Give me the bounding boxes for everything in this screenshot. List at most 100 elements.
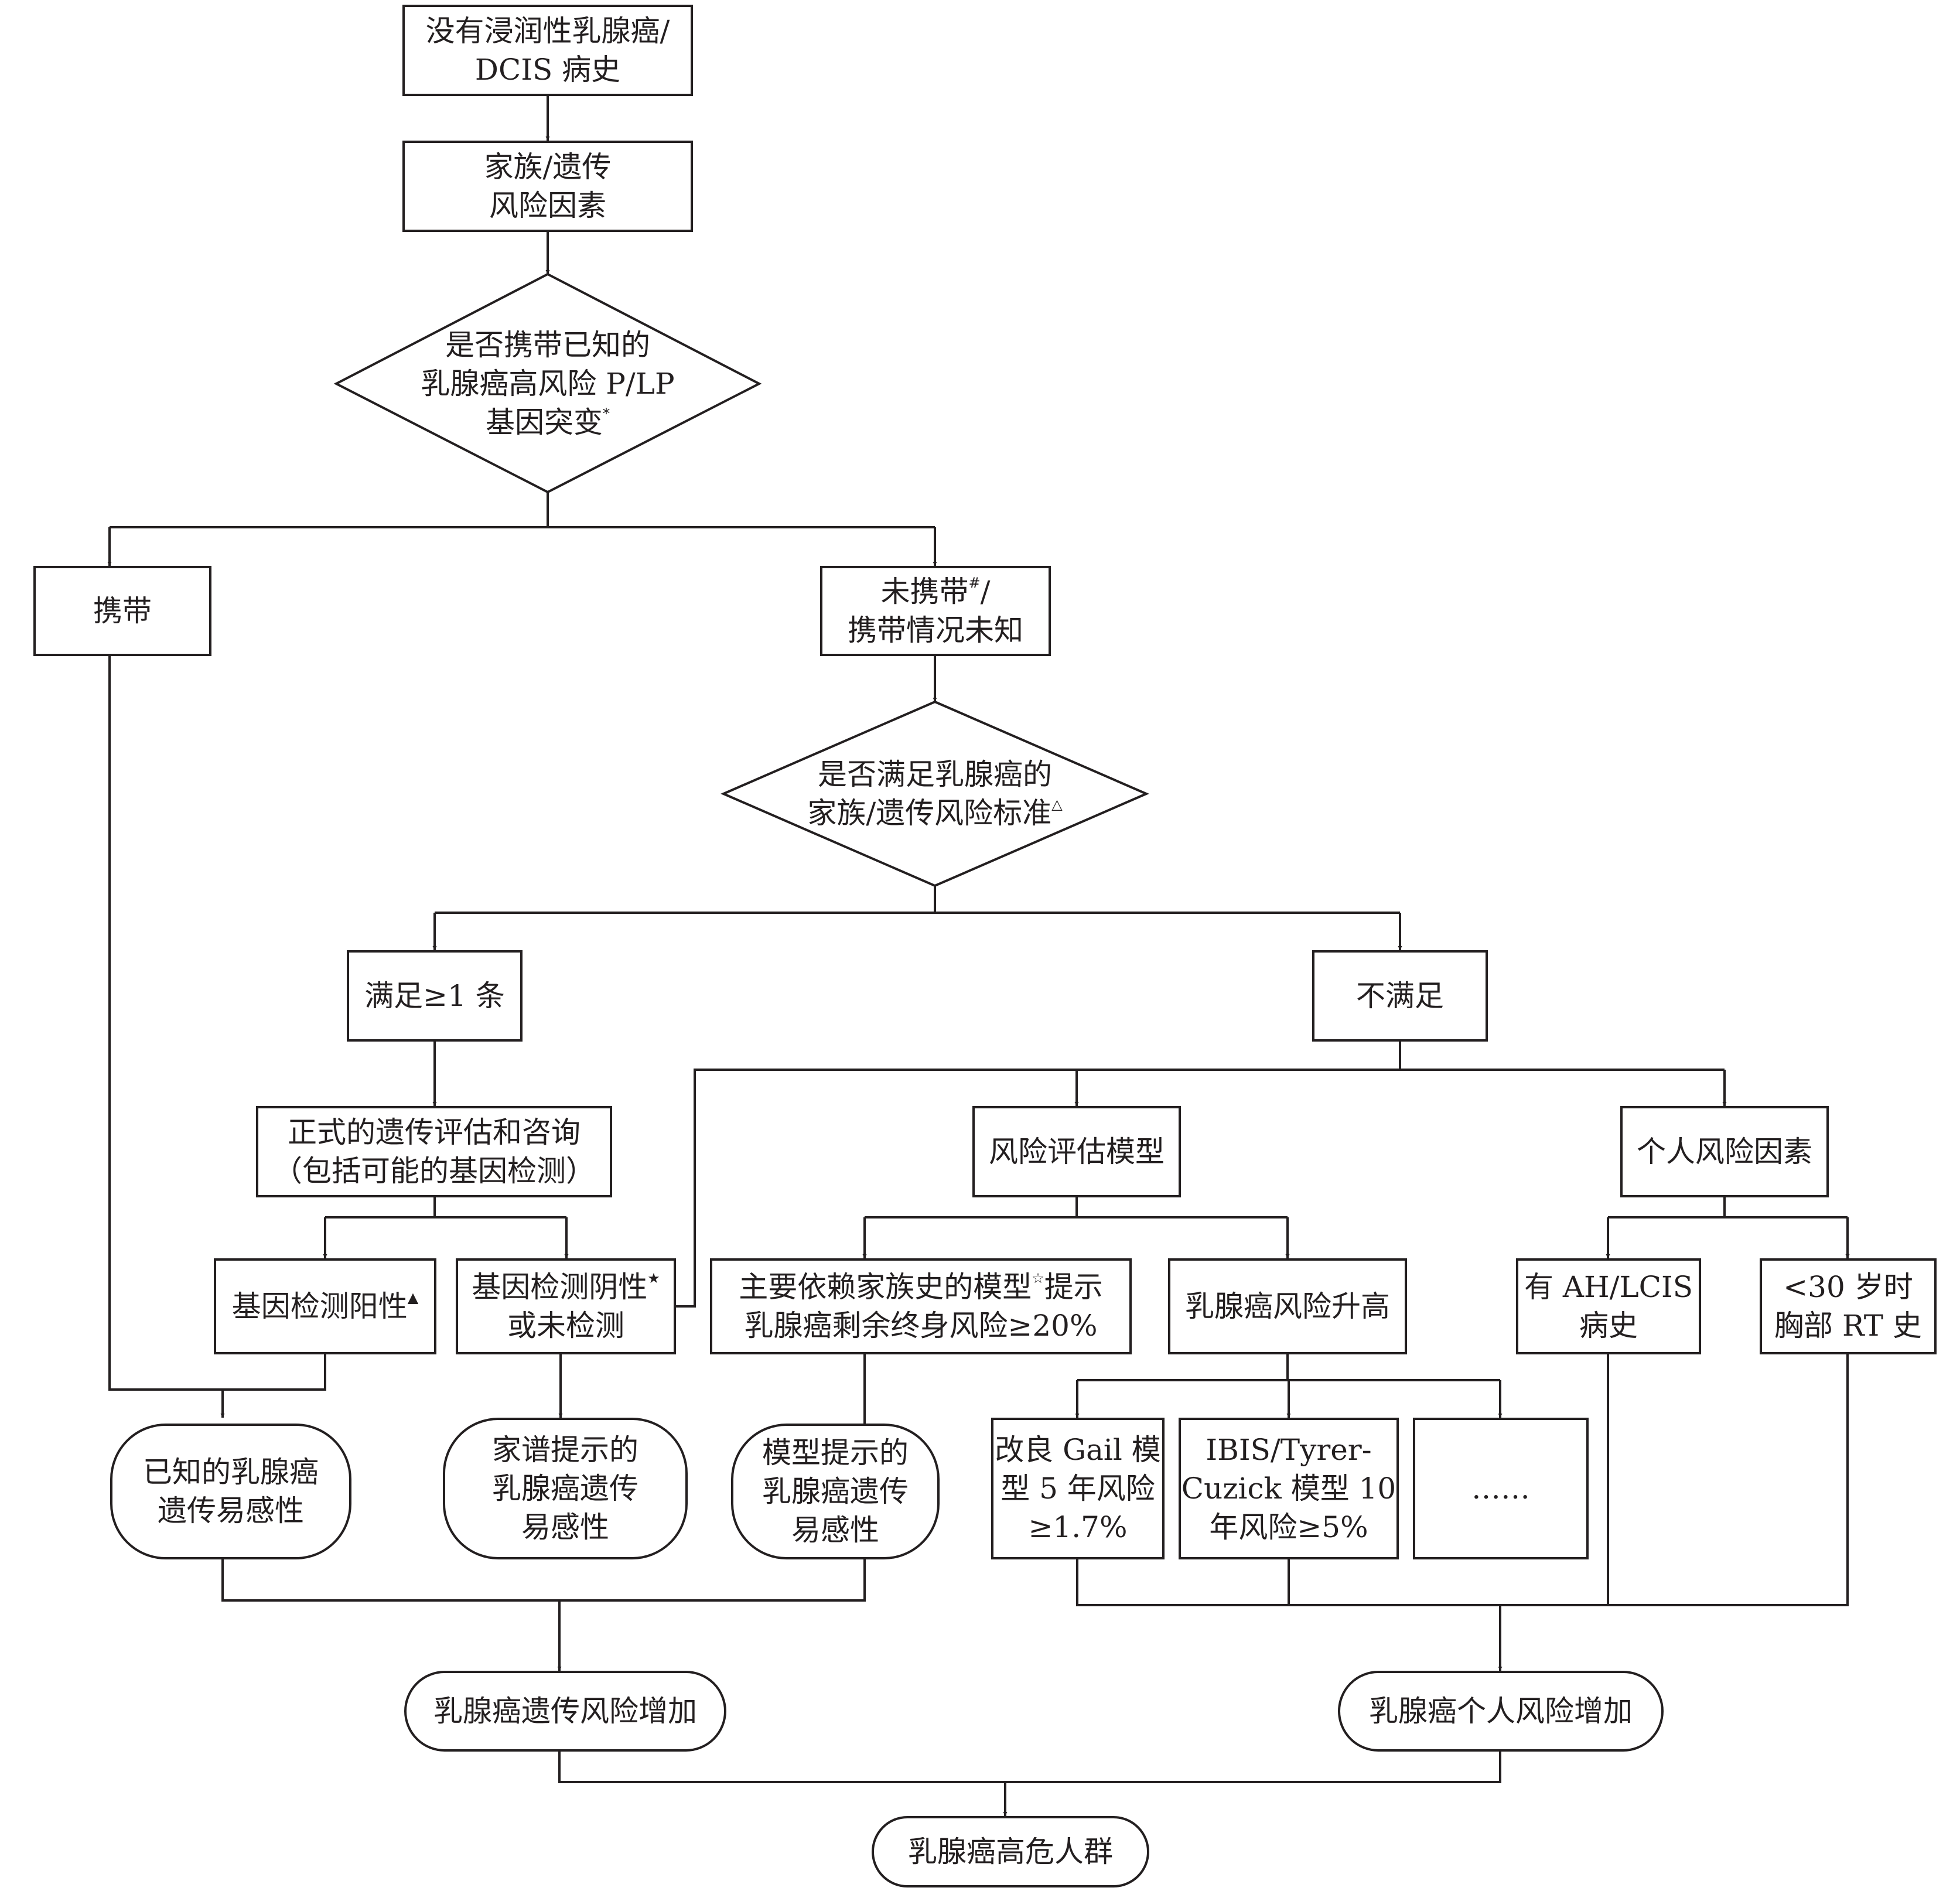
node-label: 已知的乳腺癌遗传易感性 <box>143 1453 319 1530</box>
node-text-line: ≥1.7% <box>1028 1510 1128 1544</box>
node-label: …… <box>1471 1469 1530 1508</box>
node-text-line: 或未检测 <box>507 1309 624 1343</box>
branch-personal <box>1608 1197 1848 1218</box>
footnote-mark: * <box>602 405 610 422</box>
not-meets-box: 不满足 <box>1312 950 1488 1042</box>
gene-neg-to-not-meets-branch <box>676 1042 1725 1308</box>
criteria-question-text: 是否满足乳腺癌的家族/遗传风险标准△ <box>762 744 1108 844</box>
elevated-risk-box: 乳腺癌风险升高 <box>1168 1258 1407 1354</box>
footnote-mark: # <box>968 575 981 591</box>
footnote-mark: ★ <box>647 1270 660 1286</box>
node-text-line: 提示 <box>1044 1270 1103 1304</box>
known-genetic-susceptibility-terminal: 已知的乳腺癌遗传易感性 <box>110 1424 351 1559</box>
node-text-line: 基因突变 <box>485 405 603 439</box>
node-label: <30 岁时胸部 RT 史 <box>1774 1268 1922 1345</box>
node-text-line: 年风险≥5% <box>1209 1510 1368 1544</box>
node-text-line: 家谱提示的 <box>492 1433 638 1467</box>
node-text-line: 型 5 年风险 <box>1001 1472 1155 1506</box>
node-label: 基因检测阴性★或未检测 <box>472 1268 660 1345</box>
node-text-line: 基因检测阳性 <box>231 1289 408 1323</box>
node-label: IBIS/Tyrer- Cuzick 模型 10 年风险≥5% <box>1182 1431 1396 1547</box>
meets-criteria-box: 满足≥1 条 <box>347 950 523 1042</box>
merge-genetic <box>221 1559 866 1602</box>
family-risk-factors-box: 家族/遗传风险因素 <box>402 141 693 232</box>
other-models-box: …… <box>1413 1418 1589 1559</box>
footnote-mark: ☆ <box>1032 1270 1044 1286</box>
node-text-line: 易感性 <box>791 1513 879 1547</box>
branch-counsel <box>325 1197 566 1218</box>
footnote-mark: ▲ <box>407 1289 419 1306</box>
node-text-line: 乳腺癌剩余终身风险≥20% <box>744 1309 1098 1343</box>
merge-final <box>558 1752 1501 1783</box>
node-label: 模型提示的乳腺癌遗传易感性 <box>762 1433 909 1549</box>
node-label: 携带 <box>93 592 152 630</box>
personal-risk-increased-terminal: 乳腺癌个人风险增加 <box>1338 1671 1664 1752</box>
node-text-line: 风险因素 <box>489 189 606 223</box>
noncarrier-box: 未携带#/ 携带情况未知 <box>820 566 1051 656</box>
node-text-line: 模型提示的 <box>762 1436 909 1470</box>
node-text-line: 易感性 <box>521 1510 609 1544</box>
node-label: 风险评估模型 <box>989 1132 1165 1171</box>
node-text-line: 主要依赖家族史的模型 <box>739 1270 1032 1304</box>
node-text-line: 满足≥1 条 <box>364 979 505 1013</box>
node-label: 乳腺癌风险升高 <box>1185 1287 1390 1326</box>
node-text-line: 是否满足乳腺癌的 <box>817 757 1052 791</box>
node-label: 乳腺癌高危人群 <box>908 1832 1113 1871</box>
node-text-line: 乳腺癌遗传风险增加 <box>433 1694 697 1728</box>
node-text-line: 遗传易感性 <box>158 1494 304 1528</box>
ibis-model-box: IBIS/Tyrer- Cuzick 模型 10 年风险≥5% <box>1179 1418 1399 1559</box>
genetic-risk-increased-terminal: 乳腺癌遗传风险增加 <box>404 1671 726 1752</box>
pedigree-susceptibility-terminal: 家谱提示的乳腺癌遗传易感性 <box>443 1418 688 1559</box>
carrier-bypass-line <box>108 656 326 1391</box>
branch-criteria-question <box>435 886 1400 914</box>
node-text-line: 风险评估模型 <box>989 1135 1165 1169</box>
node-text-line: IBIS/Tyrer- <box>1206 1433 1372 1467</box>
node-label: 正式的遗传评估和咨询（包括可能的基因检测） <box>273 1113 595 1190</box>
node-text-line: / <box>980 575 991 609</box>
node-label: 乳腺癌遗传风险增加 <box>433 1692 697 1730</box>
node-text-line: 乳腺癌遗传 <box>492 1472 638 1506</box>
node-label: 家族/遗传风险因素 <box>484 148 612 225</box>
node-text-line: 不满足 <box>1356 979 1444 1013</box>
gene-positive-box: 基因检测阳性▲ <box>214 1258 436 1354</box>
node-text-line: 没有浸润性乳腺癌/ <box>425 14 670 48</box>
node-label: 不满足 <box>1356 977 1444 1015</box>
node-text-line: 未携带 <box>880 575 969 609</box>
node-text-line: 乳腺癌个人风险增加 <box>1369 1694 1633 1728</box>
node-text-line: 改良 Gail 模 <box>995 1433 1161 1467</box>
node-text-line: Cuzick 模型 10 <box>1181 1472 1396 1506</box>
personal-risk-box: 个人风险因素 <box>1620 1106 1829 1197</box>
node-text-line: 胸部 RT 史 <box>1774 1309 1922 1343</box>
node-label: 个人风险因素 <box>1637 1132 1812 1171</box>
node-text-line: 有 AH/LCIS <box>1524 1270 1693 1304</box>
family-history-model-box: 主要依赖家族史的模型☆提示乳腺癌剩余终身风险≥20% <box>710 1258 1132 1354</box>
branch-risk-model <box>865 1197 1288 1218</box>
node-text-line: 携带情况未知 <box>848 613 1023 647</box>
node-text-line: 携带 <box>93 594 152 628</box>
branch-carrier-question <box>110 492 935 528</box>
high-risk-group-terminal: 乳腺癌高危人群 <box>872 1816 1149 1887</box>
node-text-line: 正式的遗传评估和咨询 <box>288 1115 581 1149</box>
node-text-line: 是否携带已知的 <box>445 328 650 362</box>
node-text-line: 乳腺癌风险升高 <box>1185 1289 1390 1323</box>
node-label: 是否满足乳腺癌的家族/遗传风险标准△ <box>807 755 1062 832</box>
node-label: 基因检测阳性▲ <box>232 1287 418 1326</box>
node-text-line: 乳腺癌高危人群 <box>908 1835 1113 1869</box>
carrier-box: 携带 <box>33 566 211 656</box>
node-text-line: DCIS 病史 <box>474 53 621 87</box>
node-text-line: …… <box>1471 1472 1530 1506</box>
node-label: 主要依赖家族史的模型☆提示乳腺癌剩余终身风险≥20% <box>739 1268 1103 1345</box>
branch-elevated <box>1077 1354 1500 1381</box>
model-susceptibility-terminal: 模型提示的乳腺癌遗传易感性 <box>731 1424 940 1559</box>
node-label: 乳腺癌个人风险增加 <box>1369 1692 1633 1730</box>
genetic-counseling-box: 正式的遗传评估和咨询（包括可能的基因检测） <box>256 1106 612 1197</box>
node-text-line: 家族/遗传风险标准 <box>807 796 1052 830</box>
node-text-line: <30 岁时 <box>1783 1270 1913 1304</box>
node-text-line: 乳腺癌遗传 <box>762 1474 909 1508</box>
gail-model-box: 改良 Gail 模型 5 年风险 ≥1.7% <box>991 1418 1165 1559</box>
